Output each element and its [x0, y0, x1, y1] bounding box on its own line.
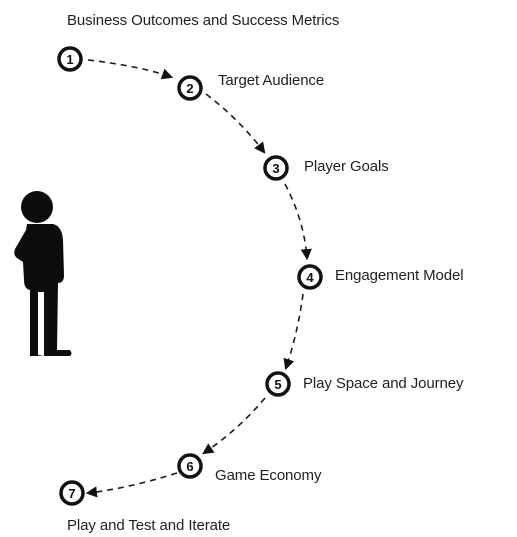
- step-6-label: Game Economy: [215, 467, 322, 484]
- step-2-marker: 2: [177, 75, 203, 101]
- step-7-label: Play and Test and Iterate: [67, 517, 231, 534]
- step-2-label: Target Audience: [218, 72, 325, 89]
- step-3-label: Player Goals: [304, 158, 389, 175]
- connectors: [85, 59, 312, 498]
- step-2-number: 2: [186, 81, 193, 96]
- step-5-label: Play Space and Journey: [303, 375, 464, 392]
- connector-6-7: [85, 472, 178, 498]
- connector-5-6: [202, 397, 266, 455]
- step-4-marker: 4: [297, 264, 323, 290]
- step-3-number: 3: [272, 161, 279, 176]
- step-5-number: 5: [274, 377, 281, 392]
- connector-3-4: [284, 183, 312, 261]
- step-4-label: Engagement Model: [335, 267, 464, 284]
- connector-2-3: [205, 93, 266, 154]
- step-1-label: Business Outcomes and Success Metrics: [67, 12, 340, 29]
- connector-1-2: [87, 59, 174, 80]
- step-4-number: 4: [306, 270, 314, 285]
- step-1-marker: 1: [57, 46, 83, 72]
- step-7-marker: 7: [59, 480, 85, 506]
- step-1-number: 1: [66, 52, 73, 67]
- step-6-number: 6: [186, 459, 193, 474]
- step-5-marker: 5: [265, 371, 291, 397]
- step-3-marker: 3: [263, 155, 289, 181]
- connector-4-5: [283, 293, 304, 371]
- person-icon: [14, 191, 72, 356]
- step-7-number: 7: [68, 486, 75, 501]
- step-6-marker: 6: [177, 453, 203, 479]
- step-markers: 1 2 3 4 5 6 7: [57, 46, 323, 506]
